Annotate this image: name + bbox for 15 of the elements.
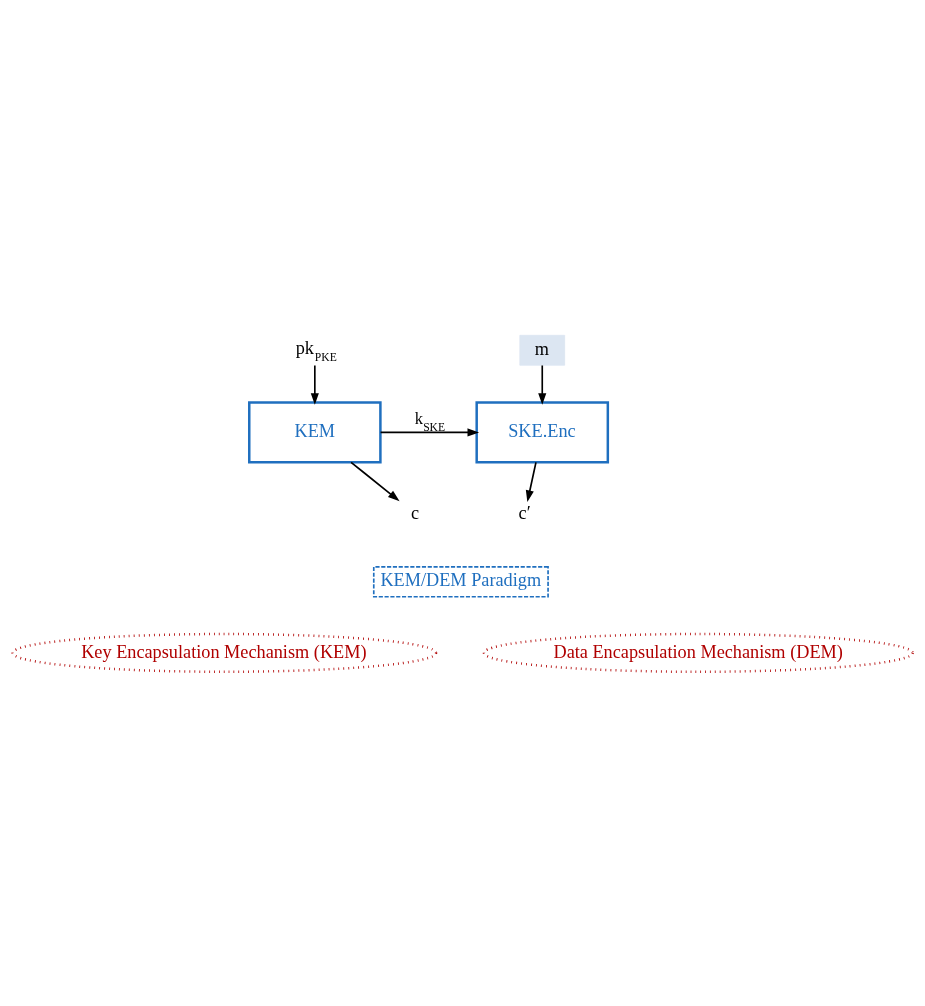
node-ellipse: Key Encapsulation Mechanism (KEM) <box>11 632 438 673</box>
node-box: SKE.Enc <box>475 400 610 464</box>
arrow <box>379 427 480 436</box>
node-ellipse: Data Encapsulation Mechanism (DEM) <box>482 632 914 673</box>
node-box: KEM <box>248 400 382 464</box>
arrow <box>310 364 319 405</box>
arrow <box>525 461 537 502</box>
node-text: c′ <box>518 502 531 523</box>
node-text: pk$_{PKE}$ <box>295 337 337 364</box>
edge-label: k$_{SKE}$ <box>414 408 446 434</box>
node-box: KEM/DEM Paradigm <box>372 565 549 598</box>
arrow <box>538 364 547 405</box>
node-text: c <box>411 502 420 523</box>
arrow <box>350 461 400 501</box>
node-box: m <box>519 334 566 366</box>
